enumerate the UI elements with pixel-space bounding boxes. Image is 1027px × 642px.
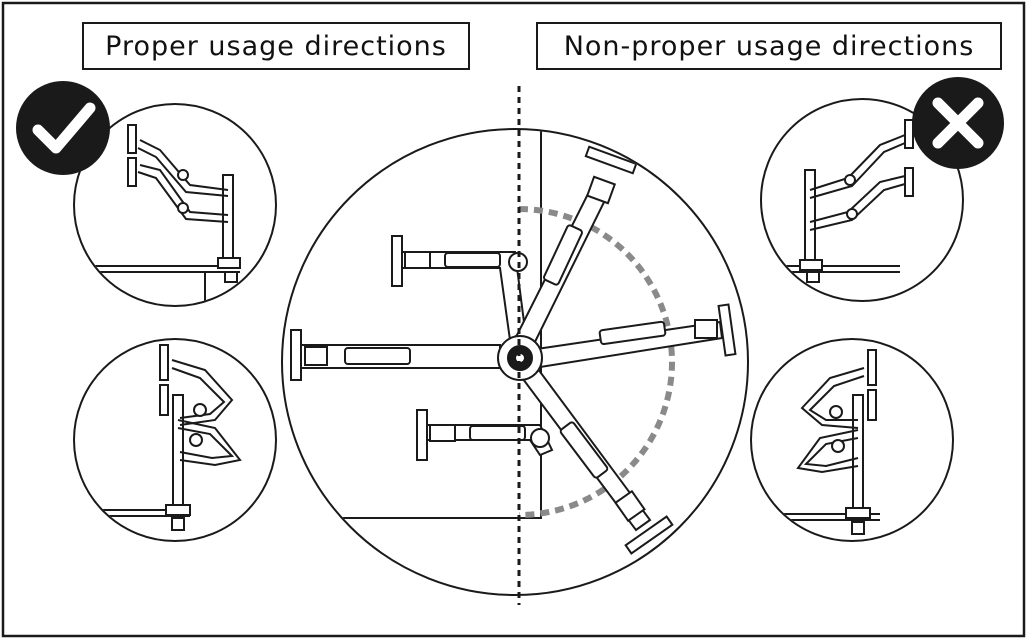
desk-edge [283, 130, 542, 519]
non-proper-usage-label: Non-proper usage directions [536, 22, 1002, 70]
proper-example-top [73, 103, 277, 307]
proper-example-bottom [73, 338, 277, 542]
cross-icon [912, 77, 1004, 169]
checkmark-icon [16, 81, 110, 175]
non-proper-range-arc [518, 206, 675, 518]
non-proper-example-bottom [750, 338, 954, 542]
non-proper-example-top [760, 98, 964, 302]
proper-usage-label: Proper usage directions [82, 22, 470, 70]
top-view-diagram [281, 128, 749, 596]
